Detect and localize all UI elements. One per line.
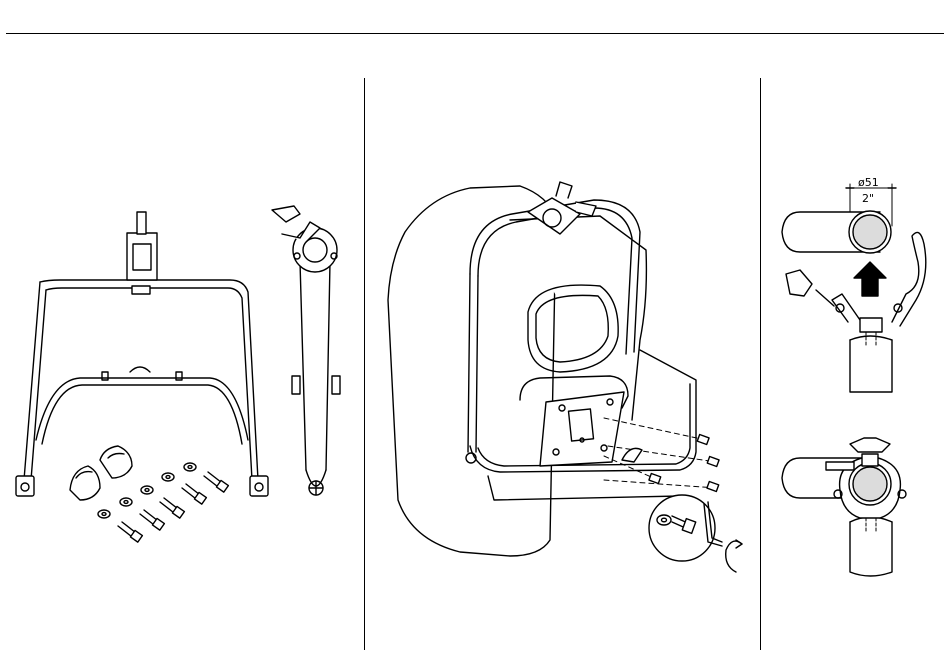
u-bracket xyxy=(16,212,268,496)
open-clamp xyxy=(786,232,926,392)
pipe-top xyxy=(782,211,891,253)
speaker-cabinet xyxy=(388,186,646,556)
clamp-arm xyxy=(272,206,340,495)
detail-callout xyxy=(649,495,715,561)
mounting-plate xyxy=(540,392,624,466)
inch-label: 2" xyxy=(862,192,874,205)
diameter-label: ø51 xyxy=(858,176,879,189)
exploded-hardware xyxy=(622,435,719,492)
up-arrow-icon xyxy=(854,262,886,296)
end-caps xyxy=(70,446,132,500)
